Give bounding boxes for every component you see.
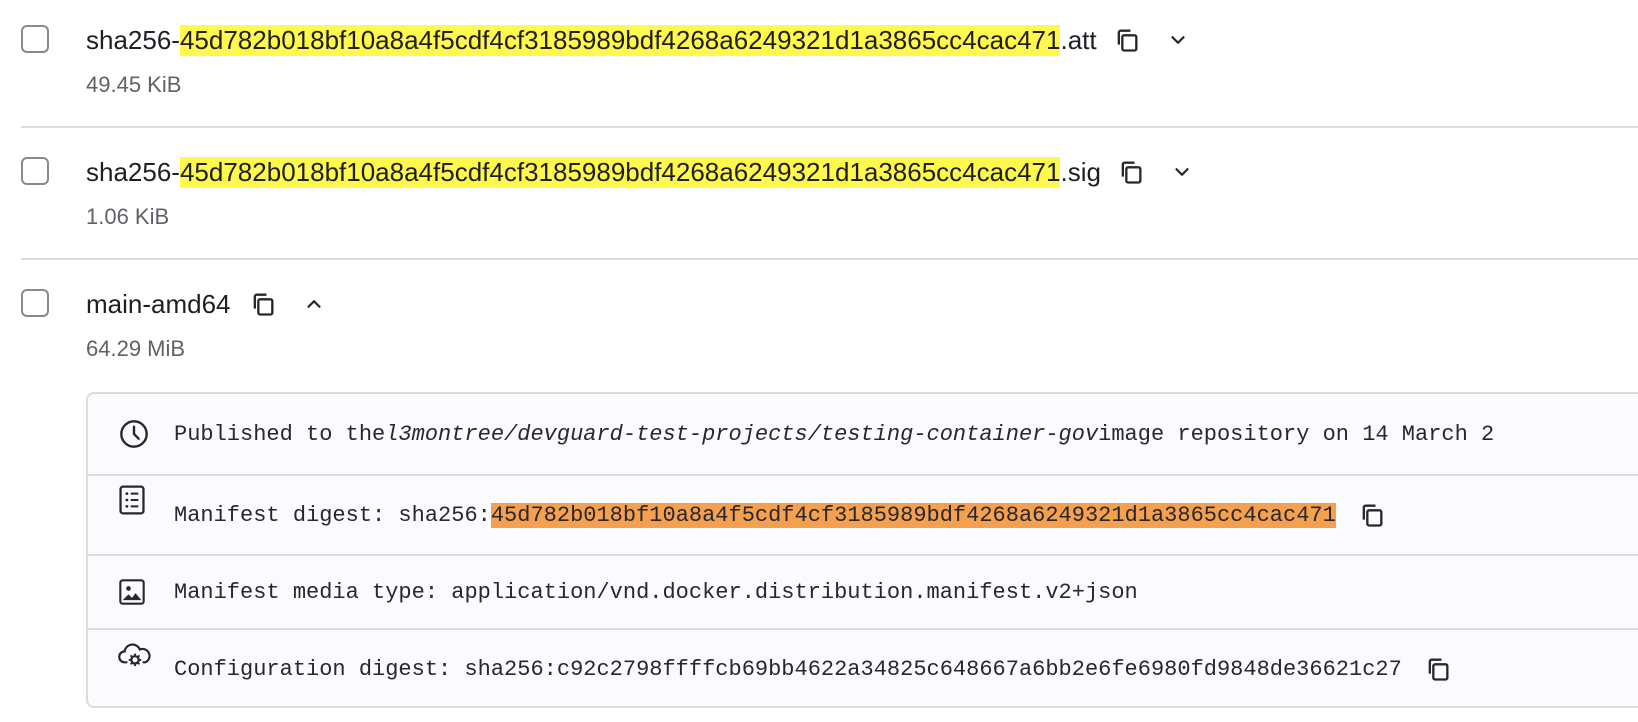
hash-highlight: 45d782b018bf10a8a4f5cdf4cf3185989bdf4268…	[179, 156, 1061, 188]
media-type-row: Manifest media type: application/vnd.doc…	[88, 556, 1638, 628]
item-title: sha256-45d782b018bf10a8a4f5cdf4cf3185989…	[86, 154, 1193, 190]
cloud-gear-icon	[118, 640, 152, 670]
divider	[21, 258, 1638, 260]
divider	[88, 554, 1638, 556]
details-panel: Published to the l3montree/devguard-test…	[86, 392, 1638, 708]
file-size: 1.06 KiB	[86, 204, 170, 229]
copy-icon[interactable]	[1117, 158, 1145, 186]
divider	[88, 474, 1638, 476]
select-checkbox[interactable]	[21, 157, 49, 185]
hash-highlight: 45d782b018bf10a8a4f5cdf4cf3185989bdf4268…	[179, 24, 1061, 56]
copy-icon[interactable]	[249, 290, 277, 318]
config-digest-row: Configuration digest: sha256:c92c2798fff…	[88, 630, 1638, 706]
divider	[21, 126, 1638, 128]
file-size: 64.29 MiB	[86, 336, 186, 361]
file-size: 49.45 KiB	[86, 72, 182, 97]
copy-icon[interactable]	[1113, 26, 1141, 54]
item-title: sha256-45d782b018bf10a8a4f5cdf4cf3185989…	[86, 22, 1189, 58]
chevron-up-icon[interactable]	[303, 293, 325, 315]
select-checkbox[interactable]	[21, 25, 49, 53]
copy-icon[interactable]	[1358, 501, 1386, 529]
clock-icon	[118, 418, 150, 450]
manifest-digest-row: Manifest digest: sha256:45d782b018bf10a8…	[88, 476, 1638, 554]
document-list-icon	[118, 484, 146, 516]
chevron-down-icon[interactable]	[1167, 29, 1189, 51]
chevron-down-icon[interactable]	[1171, 161, 1193, 183]
copy-icon[interactable]	[1424, 655, 1452, 683]
select-checkbox[interactable]	[21, 289, 49, 317]
divider	[88, 628, 1638, 630]
image-icon	[118, 578, 146, 606]
item-title: main-amd64	[86, 286, 325, 322]
digest-highlight: 45d782b018bf10a8a4f5cdf4cf3185989bdf4268…	[490, 502, 1336, 528]
published-row: Published to the l3montree/devguard-test…	[88, 394, 1638, 474]
repository-name: l3montree/devguard-test-projects/testing…	[385, 421, 1099, 447]
